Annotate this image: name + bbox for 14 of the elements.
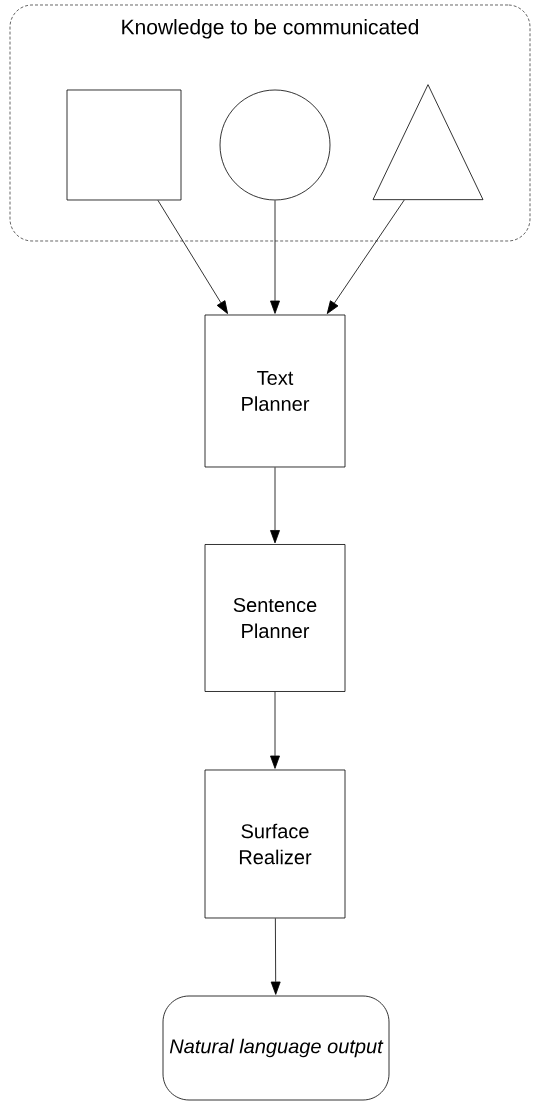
arrow xyxy=(270,467,280,544)
arrow xyxy=(270,691,280,769)
circle-shape xyxy=(219,89,331,201)
arrow xyxy=(270,200,280,314)
square-shape xyxy=(66,89,182,201)
group-box: Knowledge to be communicated xyxy=(9,4,531,242)
process-box: Text Planner xyxy=(204,314,346,468)
process-box: Sentence Planner xyxy=(204,544,346,692)
terminal-box: Natural language output xyxy=(162,995,390,1101)
process-box: Surface Realizer xyxy=(204,769,346,919)
arrow xyxy=(270,918,281,995)
triangle-shape xyxy=(372,84,484,201)
arrow xyxy=(326,199,405,314)
arrow xyxy=(157,200,228,314)
